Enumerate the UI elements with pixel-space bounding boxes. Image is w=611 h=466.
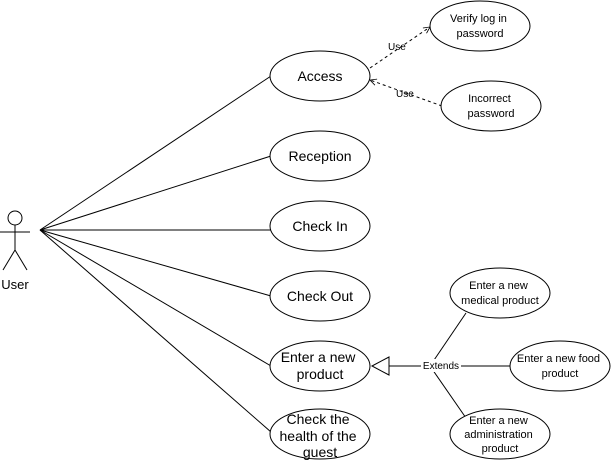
use-case-incorrect-password-shape (440, 80, 542, 132)
extends-arrowhead (370, 356, 390, 376)
actor-user: User (0, 210, 30, 292)
use-case-enter-product-shape (269, 340, 371, 392)
use-case-check-out-label: Check Out (287, 288, 353, 304)
use-case-enter-product-line-1: Enter a new (281, 349, 357, 365)
use-case-food-product-line-2: product (542, 368, 579, 380)
use-case-administration-product: Enter a new administration product (449, 408, 551, 460)
use-case-reception-shape (269, 130, 371, 182)
use-case-verify-login: Verify log in password (429, 0, 531, 52)
association-access (39, 75, 272, 231)
use-case-check-health-label: Check the health of the guest (280, 411, 361, 460)
actor-right-leg (14, 249, 28, 271)
use-case-check-in: Check In (269, 200, 371, 252)
use-case-verify-login-line-2: password (456, 28, 503, 40)
use-case-medical-product-line-2: medical product (461, 295, 539, 307)
use-case-check-out-line: Check Out (287, 288, 353, 304)
association-check-health (39, 229, 272, 433)
use-case-administration-product-line-1: Enter a new (469, 415, 528, 427)
use-label-incorrect: Use (396, 89, 414, 100)
actor-left-leg (2, 249, 16, 271)
use-case-medical-product-label: Enter a new medical product (461, 280, 539, 307)
use-relationships: Use Use (369, 27, 443, 107)
use-case-check-health-shape (269, 408, 371, 460)
use-case-access: Access (269, 50, 371, 102)
use-case-check-out-shape (269, 270, 371, 322)
use-case-food-product-label: Enter a new food product (517, 353, 603, 380)
use-case-incorrect-password: Incorrect password (440, 80, 542, 132)
use-case-food-product-shape (509, 340, 611, 392)
use-case-check-in-shape (269, 200, 371, 252)
use-case-incorrect-password-line-2: password (467, 108, 514, 120)
use-case-medical-product-shape (449, 267, 551, 319)
extends-relationships: Extends (370, 312, 511, 419)
use-case-verify-login-shape (429, 0, 531, 52)
use-case-reception: Reception (269, 130, 371, 182)
use-case-enter-product-line-2: product (297, 366, 344, 382)
use-case-check-health-line-2: health of the (280, 428, 357, 444)
use-label-verify: Use (388, 42, 406, 53)
use-case-administration-product-line-3: product (482, 443, 519, 455)
actor-label: User (1, 277, 29, 292)
use-case-verify-login-line-1: Verify log in (450, 13, 507, 25)
use-case-medical-product: Enter a new medical product (449, 267, 551, 319)
use-case-incorrect-password-line-1: Incorrect (468, 93, 511, 105)
use-case-check-in-line: Check In (292, 218, 347, 234)
use-case-verify-login-label: Verify log in password (450, 13, 510, 40)
association-enter-product (39, 229, 272, 367)
actor-head (7, 210, 23, 226)
use-case-check-in-label: Check In (292, 218, 347, 234)
extends-label-bg (421, 359, 461, 372)
use-arrow-verify (369, 27, 430, 69)
use-case-food-product: Enter a new food product (509, 340, 611, 392)
use-case-enter-product: Enter a new product (269, 340, 371, 392)
association-reception (39, 155, 272, 231)
use-case-administration-product-line-2: administration (464, 429, 532, 441)
use-case-access-shape (269, 50, 371, 102)
extends-line-medical (429, 312, 467, 367)
use-arrow-incorrect (370, 80, 443, 107)
use-case-reception-line: Reception (288, 148, 351, 164)
use-case-enter-product-label: Enter a new product (281, 349, 360, 382)
use-case-check-health: Check the health of the guest (269, 408, 371, 460)
extends-line-administration (429, 365, 467, 419)
use-case-check-health-line-1: Check the (287, 411, 350, 427)
use-case-reception-label: Reception (288, 148, 351, 164)
use-case-administration-product-label: Enter a new administration product (464, 415, 536, 455)
use-case-check-out: Check Out (269, 270, 371, 322)
use-case-incorrect-password-label: Incorrect password (467, 93, 514, 120)
use-case-check-health-line-3: guest (303, 444, 337, 460)
use-case-administration-product-shape (449, 408, 551, 460)
association-lines (39, 75, 272, 433)
extends-label: Extends (423, 361, 459, 372)
use-case-access-label: Access (297, 68, 342, 84)
use-case-medical-product-line-1: Enter a new (469, 280, 528, 292)
association-check-out (39, 229, 272, 297)
use-case-food-product-line-1: Enter a new food (517, 353, 600, 365)
use-case-access-line: Access (297, 68, 342, 84)
